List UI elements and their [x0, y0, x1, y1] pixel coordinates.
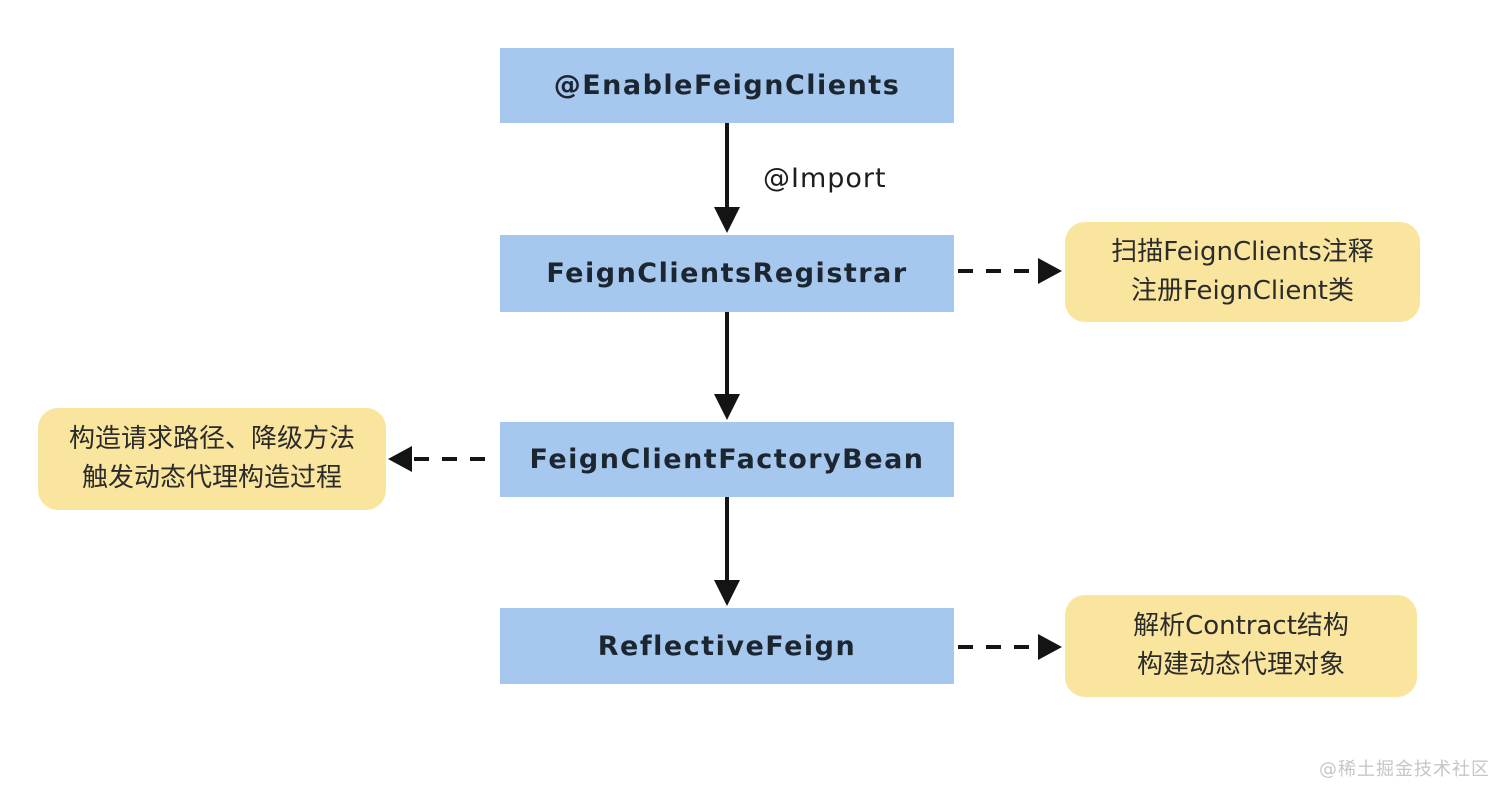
note-parse-contract: 解析Contract结构 构建动态代理对象 [1065, 595, 1417, 697]
dashed-arrow-registrar-to-scan-note [958, 258, 1062, 284]
node-feign-clients-registrar-label: FeignClientsRegistrar [546, 258, 908, 289]
arrow-right-icon [1038, 634, 1062, 660]
node-enable-feign-clients-label: @EnableFeignClients [553, 70, 901, 101]
arrow-down-icon [714, 580, 740, 606]
arrow-shaft [725, 123, 729, 207]
note-construct-line-2: 触发动态代理构造过程 [81, 463, 342, 493]
dashed-line [958, 645, 1036, 649]
arrow-factory-to-reflective [713, 497, 741, 606]
dashed-line [958, 269, 1036, 273]
node-feign-client-factory-bean-label: FeignClientFactoryBean [529, 444, 925, 475]
dashed-arrow-factory-to-construct-note [388, 446, 498, 472]
note-scan-line-1: 扫描FeignClients注释 [1111, 237, 1374, 267]
dashed-line [414, 457, 498, 461]
arrow-enable-to-registrar [713, 123, 741, 233]
node-feign-clients-registrar: FeignClientsRegistrar [500, 235, 954, 312]
arrow-down-icon [714, 207, 740, 233]
arrow-shaft [725, 497, 729, 580]
arrow-registrar-to-factory [713, 312, 741, 420]
arrow-shaft [725, 312, 729, 394]
dashed-arrow-reflective-to-parse-note [958, 634, 1062, 660]
node-feign-client-factory-bean: FeignClientFactoryBean [500, 422, 954, 497]
note-scan-feign-clients: 扫描FeignClients注释 注册FeignClient类 [1065, 222, 1420, 322]
note-scan-line-2: 注册FeignClient类 [1130, 276, 1354, 306]
node-enable-feign-clients: @EnableFeignClients [500, 48, 954, 123]
note-construct-request-path: 构造请求路径、降级方法 触发动态代理构造过程 [38, 408, 386, 510]
node-reflective-feign: ReflectiveFeign [500, 608, 954, 684]
arrow-left-icon [388, 446, 412, 472]
note-parse-line-1: 解析Contract结构 [1133, 611, 1349, 641]
watermark: @稀土掘金技术社区 [1319, 759, 1490, 780]
node-reflective-feign-label: ReflectiveFeign [597, 630, 857, 662]
note-parse-line-2: 构建动态代理对象 [1136, 650, 1345, 680]
edge-label-import: @Import [763, 163, 887, 194]
arrow-down-icon [714, 394, 740, 420]
note-construct-line-1: 构造请求路径、降级方法 [68, 424, 355, 454]
arrow-right-icon [1038, 258, 1062, 284]
